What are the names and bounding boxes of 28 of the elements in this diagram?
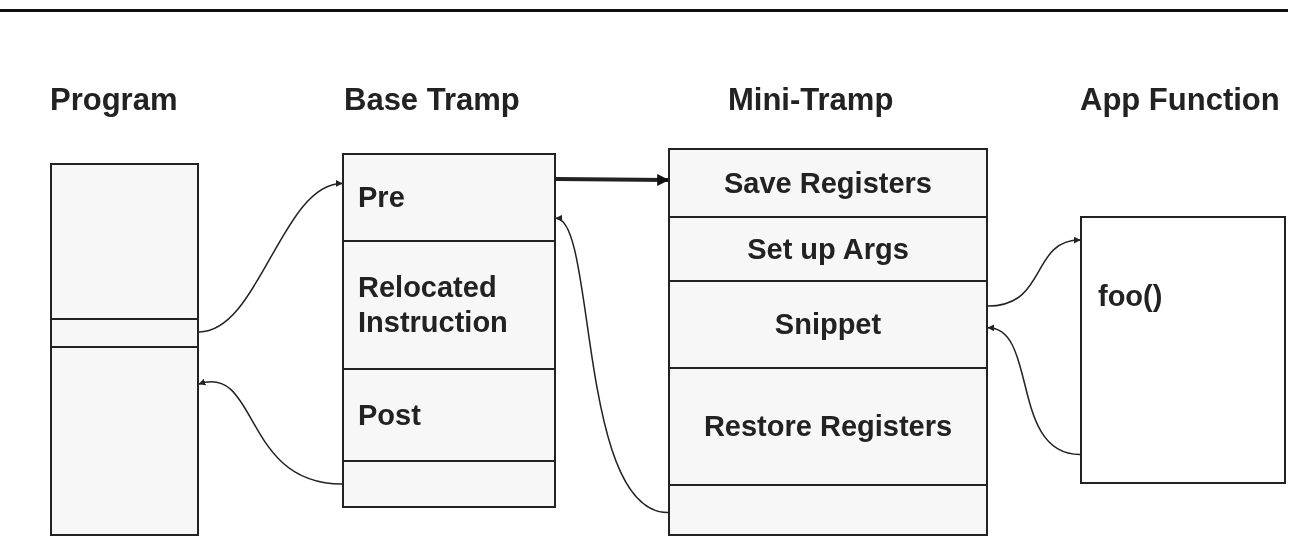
empty-section <box>50 318 199 348</box>
tramp-section <box>342 368 556 462</box>
section-label: Snippet <box>774 307 882 342</box>
function-label: foo() <box>1098 280 1163 313</box>
arrow <box>198 379 343 485</box>
tramp-section <box>668 216 988 282</box>
empty-section <box>668 484 988 536</box>
arrow <box>987 237 1081 307</box>
column-heading: Program <box>50 82 178 118</box>
column-heading: App Function <box>1080 82 1280 118</box>
tramp-section <box>668 280 988 369</box>
arrow <box>555 217 669 514</box>
section-label: Post <box>358 397 421 433</box>
tramp-section <box>668 367 988 486</box>
arrow <box>556 173 670 186</box>
tramp-section <box>342 153 556 242</box>
empty-section <box>342 460 556 508</box>
arrow <box>198 181 343 333</box>
section-label: Pre <box>358 180 405 215</box>
tramp-section <box>668 148 988 218</box>
tramp-section <box>342 240 556 370</box>
section-label: Save Registers <box>724 165 932 201</box>
arrow <box>987 325 1081 456</box>
section-label: Set up Args <box>747 231 909 267</box>
column-heading: Base Tramp <box>344 82 520 118</box>
column-heading: Mini-Tramp <box>728 82 894 118</box>
section-label: Relocated Instruction <box>358 270 509 340</box>
section-label: Restore Registers <box>703 409 953 444</box>
